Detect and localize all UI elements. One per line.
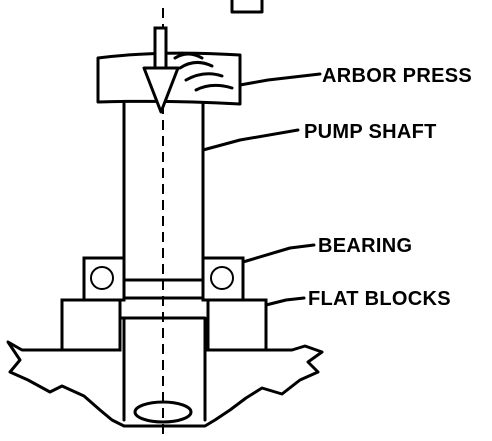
label-bearing: BEARING [318, 235, 412, 257]
flat-blocks-leader [264, 296, 306, 307]
shaft-lower-section [118, 316, 207, 422]
left-bearing-ball [90, 266, 114, 290]
force-arrow-head [142, 66, 180, 114]
right-bearing [201, 256, 245, 302]
label-pump-shaft: PUMP SHAFT [304, 121, 437, 143]
arbor-press-leader [238, 72, 322, 87]
pump-shaft-leader [201, 128, 300, 152]
right-bearing-ball [210, 266, 234, 290]
label-flat-blocks: FLAT BLOCKS [308, 288, 451, 310]
left-bearing [82, 256, 126, 302]
label-arbor-press: ARBOR PRESS [322, 65, 472, 87]
left-flat-block [60, 298, 122, 352]
arbor-press-hatching [173, 52, 234, 92]
shaft-bottom-ellipse [133, 400, 193, 424]
bearing-leader [241, 243, 316, 264]
force-arrow-shaft [153, 26, 168, 72]
top-box-outline [230, 0, 264, 14]
right-flat-block [206, 298, 268, 352]
support-base [6, 340, 324, 428]
